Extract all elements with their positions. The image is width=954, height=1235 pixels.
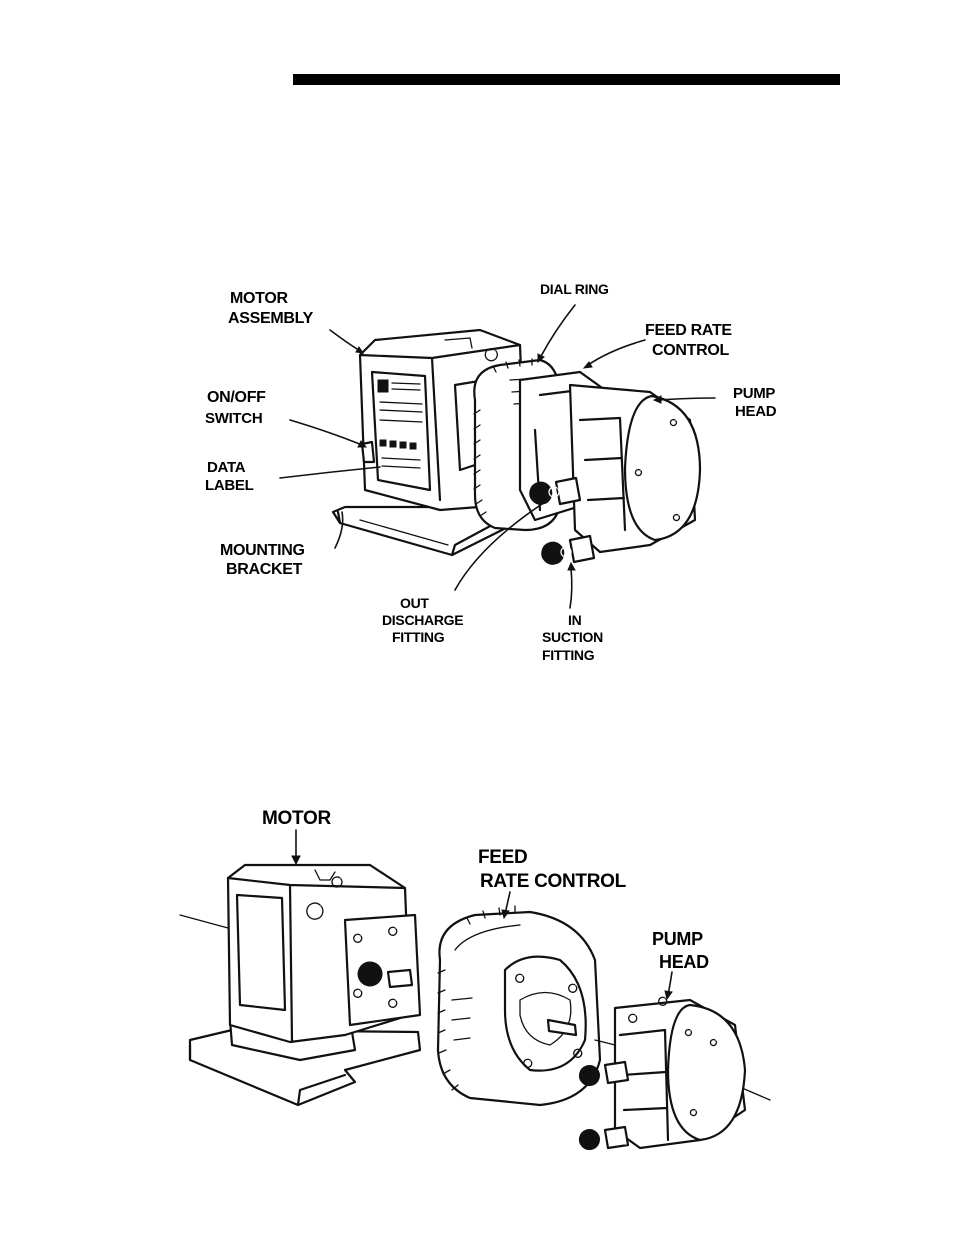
label-motor: MOTOR [262,808,331,829]
exploded-pump-illustration [180,865,770,1150]
label-on-off-switch-2: SWITCH [205,410,262,427]
label-on-off-switch-1: ON/OFF [207,389,266,406]
label-motor-assembly-2: ASSEMBLY [228,310,314,327]
assembled-pump-illustration [333,330,700,564]
label-motor-assembly-1: MOTOR [230,290,289,307]
label-out-discharge-3: FITTING [392,629,445,645]
label-data-label-1: DATA [207,459,246,476]
label-feed-rate-control-1: FEED RATE [645,322,732,339]
label-pump-head-1: PUMP [733,385,775,402]
label-pump-head-b1: PUMP [652,929,703,949]
label-feed-rate-control-2: CONTROL [652,342,730,359]
label-dial-ring: DIAL RING [540,281,609,297]
label-feed-rate-control-b2: RATE CONTROL [480,871,627,892]
suction-fitting-shape [570,536,594,562]
label-in-suction-2: SUCTION [542,629,603,645]
label-feed-rate-control-b1: FEED [478,847,527,868]
label-in-suction-1: IN [568,612,582,628]
label-in-suction-3: FITTING [542,647,595,663]
label-data-label-2: LABEL [205,477,254,494]
label-out-discharge-2: DISCHARGE [382,612,463,628]
label-out-discharge-1: OUT [400,595,429,611]
label-mounting-bracket-1: MOUNTING [220,542,305,559]
label-mounting-bracket-2: BRACKET [226,561,303,578]
label-pump-head-2: HEAD [735,403,777,420]
label-pump-head-b2: HEAD [659,952,709,972]
